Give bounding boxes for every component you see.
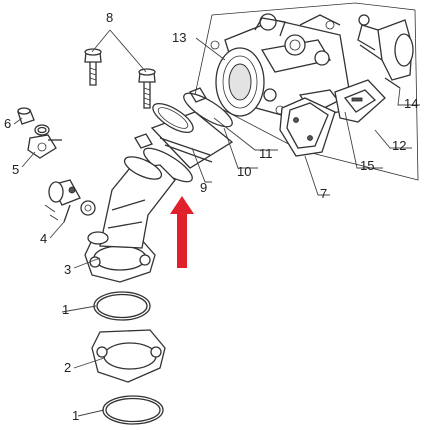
gasket-plate	[91, 329, 166, 383]
small-bolt	[17, 107, 35, 125]
o-ring-lower	[102, 395, 164, 425]
callout-11: 11	[259, 146, 273, 161]
callout-6: 6	[4, 116, 11, 131]
callout-5: 5	[12, 162, 19, 177]
callout-13: 13	[172, 30, 186, 45]
callout-labels: 8 13 14 6 12 11 15 5 10 9 7 4 3 1 2 1	[4, 10, 418, 423]
map-sensor	[334, 79, 386, 123]
o-ring-upper	[93, 291, 151, 321]
callout-7: 7	[320, 186, 327, 201]
callout-1-lower: 1	[72, 408, 79, 423]
washer-oring	[34, 124, 50, 136]
callout-3: 3	[64, 262, 71, 277]
callout-2: 2	[64, 360, 71, 375]
callout-8: 8	[106, 10, 113, 25]
idle-air-valve	[357, 14, 414, 89]
callout-4: 4	[40, 231, 47, 246]
temperature-sensor	[44, 179, 81, 223]
callout-12: 12	[392, 138, 406, 153]
intake-hose	[150, 102, 234, 169]
callout-10: 10	[237, 164, 251, 179]
red-arrow-indicator	[170, 196, 194, 268]
callout-1-upper: 1	[62, 302, 69, 317]
clamp-upper	[183, 87, 233, 128]
callout-9: 9	[200, 180, 207, 195]
bolt-left	[84, 48, 102, 86]
bolt-right	[138, 68, 156, 109]
callout-15: 15	[360, 158, 374, 173]
throttle-position-sensor	[279, 97, 336, 157]
leader-lines	[13, 29, 420, 417]
intake-manifold	[80, 156, 176, 283]
callout-14: 14	[404, 96, 418, 111]
throttle-body	[210, 13, 351, 121]
